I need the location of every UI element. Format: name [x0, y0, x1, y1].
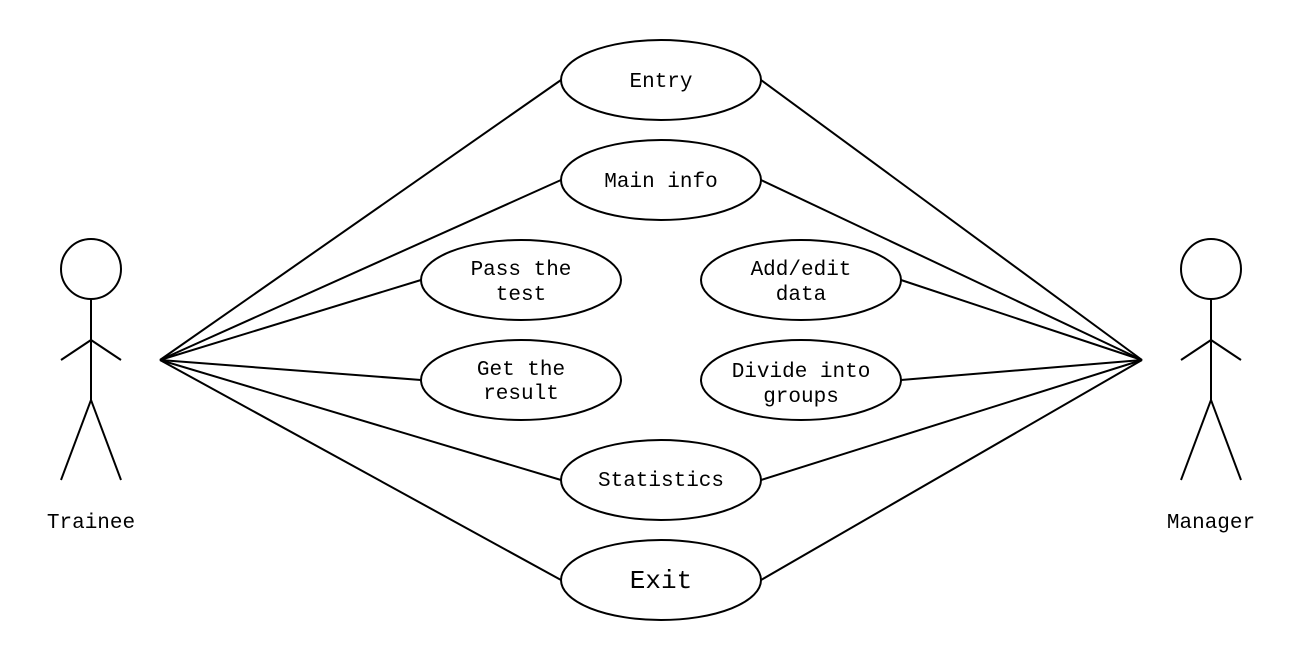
actor-trainee: Trainee: [47, 238, 135, 535]
use-case-label-line-1: Divide into: [732, 361, 871, 384]
use-case-label-line-1: Pass the: [471, 259, 572, 282]
actor-manager: Manager: [1167, 238, 1255, 535]
actor-label-manager: Manager: [1167, 512, 1255, 535]
use-case-main-info: Main info: [560, 139, 762, 221]
use-case-divide-into-groups: Divide into groups: [700, 339, 902, 421]
use-case-add-edit-data: Add/edit data: [700, 239, 902, 321]
association-trainee-statistics: [159, 359, 562, 481]
use-case-label-line-2: data: [776, 284, 826, 307]
actor-left-arm: [60, 339, 92, 361]
actor-left-arm: [1180, 339, 1212, 361]
association-trainee-get-result: [159, 359, 422, 381]
association-manager-entry: [760, 79, 1143, 361]
actor-head: [60, 238, 122, 300]
use-case-label: Statistics: [598, 470, 724, 493]
association-manager-statistics: [760, 359, 1143, 481]
actor-label-trainee: Trainee: [47, 512, 135, 535]
actor-right-leg: [90, 399, 122, 481]
association-trainee-pass-test: [159, 279, 422, 361]
actor-right-leg: [1210, 399, 1242, 481]
use-case-entry: Entry: [560, 39, 762, 121]
use-case-get-the-result: Get the result: [420, 339, 622, 421]
use-case-label-line-2: result: [483, 383, 559, 406]
actor-right-arm: [90, 339, 122, 361]
association-manager-main-info: [760, 179, 1143, 361]
use-case-label: Main info: [604, 171, 717, 194]
use-case-label-line-2: test: [496, 284, 546, 307]
use-case-pass-the-test: Pass the test: [420, 239, 622, 321]
use-case-label-line-2: groups: [763, 386, 839, 409]
association-trainee-main-info: [159, 179, 562, 361]
actor-left-leg: [60, 399, 92, 481]
association-lines: [159, 79, 1143, 581]
association-trainee-entry: [159, 79, 562, 361]
actor-head: [1180, 238, 1242, 300]
use-case-label: Entry: [629, 71, 692, 94]
association-manager-divide-groups: [900, 359, 1143, 381]
actor-left-leg: [1180, 399, 1212, 481]
use-case-label-line-1: Get the: [477, 359, 565, 382]
actor-right-arm: [1210, 339, 1242, 361]
association-manager-exit: [760, 359, 1143, 581]
association-trainee-exit: [159, 359, 562, 581]
association-manager-add-edit: [900, 279, 1143, 361]
use-case-label-line-1: Add/edit: [751, 259, 852, 282]
use-case-exit: Exit: [560, 539, 762, 621]
use-case-statistics: Statistics: [560, 439, 762, 521]
use-case-label: Exit: [630, 566, 692, 596]
